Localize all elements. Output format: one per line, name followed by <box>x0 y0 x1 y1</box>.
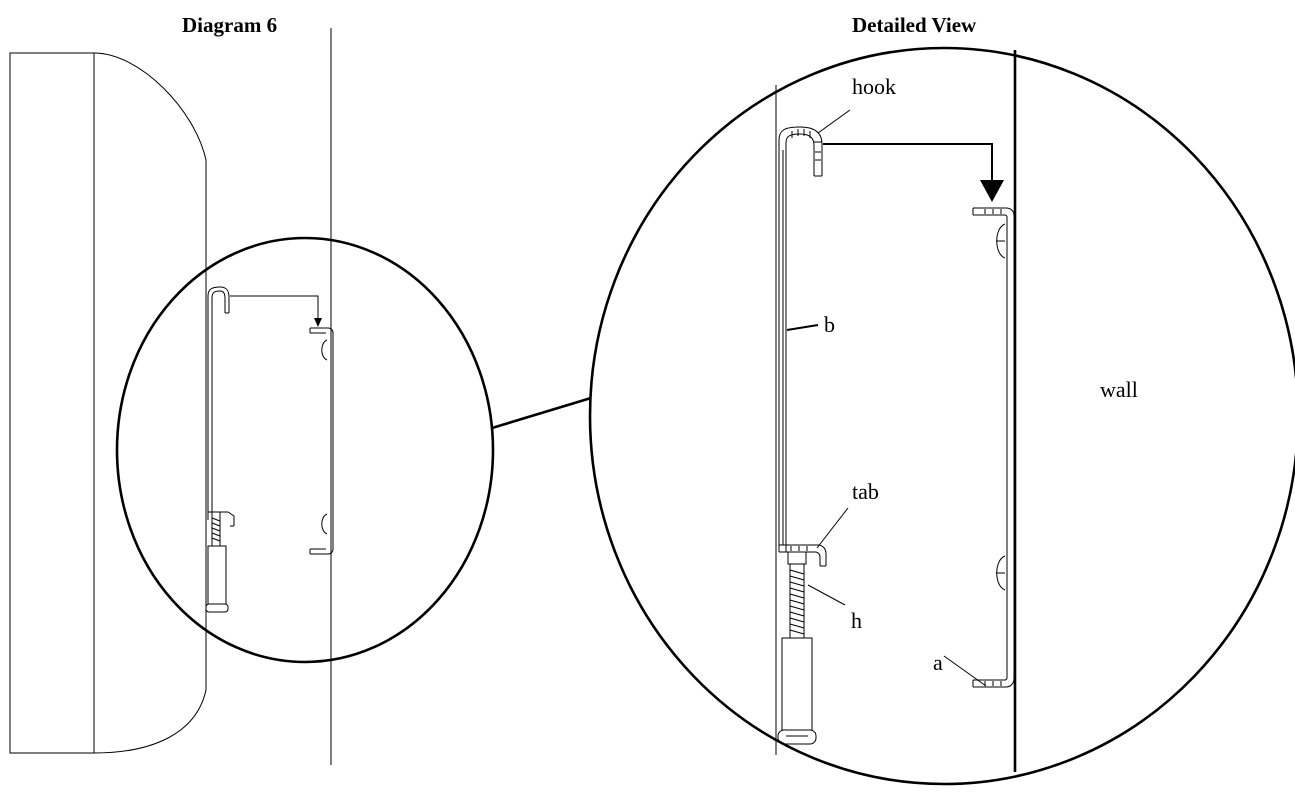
label-wall: wall <box>1100 377 1138 402</box>
cabinet-outline <box>9 52 207 754</box>
detail-circle <box>588 46 1295 786</box>
label-hook: hook <box>852 74 896 99</box>
title-detailed-view: Detailed View <box>852 13 977 37</box>
leader-a <box>943 655 987 687</box>
hang-direction-arrow <box>823 143 1004 202</box>
mounting-screw <box>777 551 817 745</box>
leader-tab <box>816 507 849 549</box>
label-b: b <box>824 312 835 337</box>
title-diagram-6: Diagram 6 <box>182 13 277 37</box>
wall-bracket <box>972 207 1015 688</box>
label-tab: tab <box>852 479 879 504</box>
small-screw <box>205 511 229 613</box>
label-a: a <box>933 650 943 675</box>
magnifier-circle <box>115 236 495 664</box>
bracket-tab <box>779 544 827 567</box>
small-hanging-bracket <box>207 286 235 527</box>
overall-view <box>9 28 495 765</box>
leader-h <box>807 584 846 606</box>
hanging-bracket <box>778 126 823 552</box>
small-wall-bracket <box>309 327 334 555</box>
label-h: h <box>851 608 862 633</box>
detailed-view: hook b tab h a wall <box>588 46 1295 786</box>
leader-b <box>786 324 819 331</box>
small-arrow <box>230 295 322 327</box>
leader-hook <box>817 109 851 134</box>
magnifier-connector <box>491 396 592 430</box>
